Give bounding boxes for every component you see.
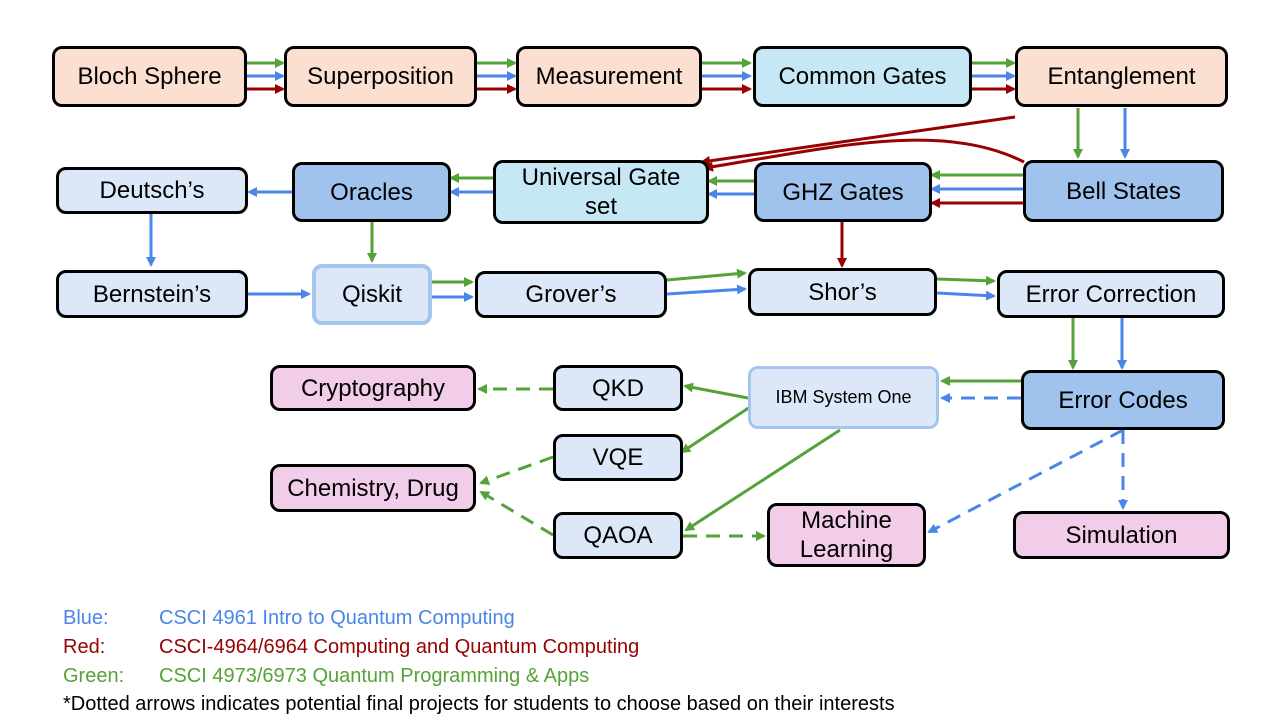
node-ghz-gates: GHZ Gates [754, 162, 932, 222]
legend-green: Green: CSCI 4973/6973 Quantum Programming… [63, 664, 589, 688]
edge-ibm-to-qaoa [684, 428, 841, 532]
node-qaoa: QAOA [553, 512, 683, 559]
node-cryptography: Cryptography [270, 365, 476, 411]
edge-entanglement-to-universal-gate-set [700, 115, 1016, 166]
node-entanglement: Entanglement [1015, 46, 1228, 107]
edge-qiskit-to-grover [432, 277, 474, 302]
edge-measurement-to-common-gates [702, 58, 752, 94]
node-grover: Grover’s [475, 271, 667, 318]
node-machine-learning: Machine Learning [767, 503, 926, 567]
edge-error-correction-to-error-codes [1068, 318, 1127, 370]
node-qkd: QKD [553, 365, 683, 411]
legend-blue-text: CSCI 4961 Intro to Quantum Computing [159, 607, 515, 629]
node-error-correction: Error Correction [997, 270, 1225, 318]
node-measurement: Measurement [516, 46, 702, 107]
legend-red: Red: CSCI-4964/6964 Computing and Quantum… [63, 635, 639, 659]
dotted-arrow-note: *Dotted arrows indicates potential final… [63, 693, 895, 715]
node-common-gates: Common Gates [753, 46, 972, 107]
edge-error-codes-to-machine-learning [927, 428, 1124, 534]
edge-ibm-to-vqe [680, 403, 754, 454]
node-deutsch: Deutsch’s [56, 167, 248, 214]
node-oracles: Oracles [292, 162, 451, 222]
node-ibm-system-one: IBM System One [748, 366, 939, 429]
legend-green-key: Green: [63, 665, 125, 687]
node-error-codes: Error Codes [1021, 370, 1225, 430]
legend-green-text: CSCI 4973/6973 Quantum Programming & App… [159, 665, 590, 687]
edge-ibm-to-qkd [683, 382, 749, 400]
edge-bell-states-to-universal-gate-set [703, 138, 1025, 172]
node-shor: Shor’s [748, 268, 937, 316]
node-bloch-sphere: Bloch Sphere [52, 46, 247, 107]
legend-red-text: CSCI-4964/6964 Computing and Quantum Com… [159, 636, 640, 658]
edge-superposition-to-measurement [477, 58, 517, 94]
edge-bell-states-to-ghz-gates [930, 170, 1023, 208]
edge-ghz-gates-to-universal-gate-set [707, 176, 754, 199]
edge-grover-to-shor [666, 268, 747, 296]
node-qiskit: Qiskit [312, 264, 432, 325]
node-superposition: Superposition [284, 46, 477, 107]
edge-shor-to-error-correction [936, 275, 996, 301]
edge-vqe-to-chemistry [479, 455, 554, 485]
legend-blue-key: Blue: [63, 607, 109, 629]
node-vqe: VQE [553, 434, 683, 481]
legend-blue: Blue: CSCI 4961 Intro to Quantum Computin… [63, 606, 515, 630]
node-simulation: Simulation [1013, 511, 1230, 559]
node-universal-gate-set: Universal Gate set [493, 160, 709, 224]
edge-qaoa-to-chemistry [479, 490, 554, 537]
edge-common-gates-to-entanglement [972, 58, 1016, 94]
node-chemistry-drug: Chemistry, Drug [270, 464, 476, 512]
node-bernstein: Bernstein’s [56, 270, 248, 318]
edge-bloch-to-superposition [247, 58, 285, 94]
edge-entanglement-to-bell-states [1073, 108, 1130, 159]
legend-red-key: Red: [63, 636, 106, 658]
node-bell-states: Bell States [1023, 160, 1224, 222]
edge-universal-gate-set-to-oracles [449, 173, 493, 197]
